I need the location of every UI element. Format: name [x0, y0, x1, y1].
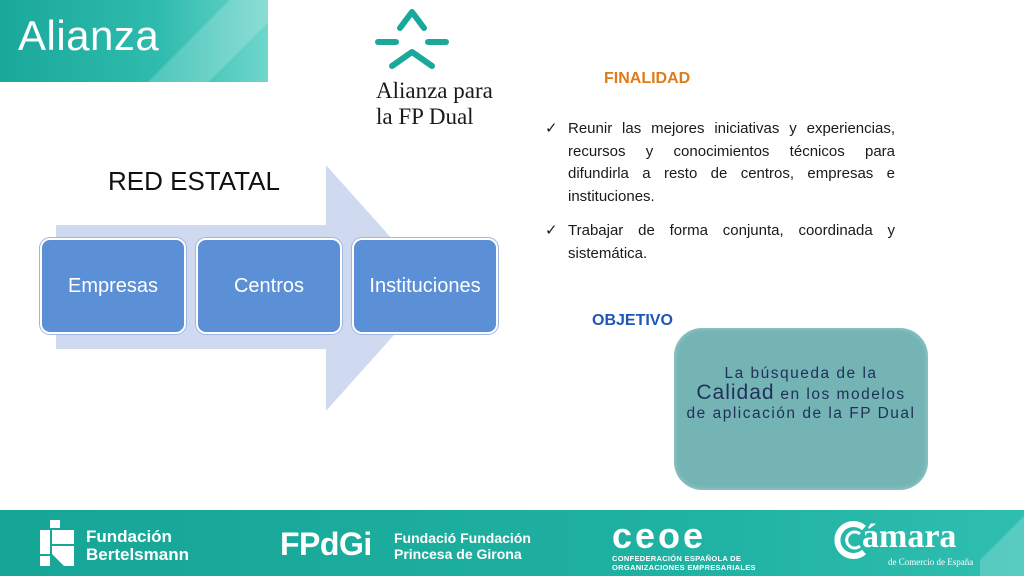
ceoe-logo: ceoe CONFEDERACIÓN ESPAÑOLA DE ORGANIZAC… — [612, 515, 762, 573]
box-empresas: Empresas — [40, 238, 186, 334]
list-item-text: Reunir las mejores iniciativas y experie… — [568, 120, 895, 205]
check-icon: ✓ — [545, 222, 558, 239]
objetivo-emphasis: Calidad — [696, 381, 775, 404]
objetivo-text-before: La búsqueda de la — [724, 365, 878, 382]
title-band — [0, 0, 268, 82]
finalidad-list: ✓ Reunir las mejores iniciativas y experi… — [545, 118, 895, 277]
page-title: Alianza — [18, 12, 160, 59]
ceoe-logo-mark: ceoe — [612, 515, 707, 556]
logo-line-1: Alianza para — [376, 78, 493, 103]
list-item: ✓ Trabajar de forma conjunta, coordinada … — [545, 220, 895, 265]
camara-logo-sub: de Comercio de España — [888, 557, 974, 567]
bertelsmann-line-2: Bertelsmann — [86, 545, 189, 564]
list-item-text: Trabajar de forma conjunta, coordinada y… — [568, 222, 895, 262]
objetivo-heading: OBJETIVO — [592, 312, 673, 329]
fpdgi-logo-text: Fundació Fundación Princesa de Girona — [394, 530, 531, 562]
box-centros: Centros — [196, 238, 342, 334]
bertelsmann-logo-icon — [40, 520, 74, 566]
ceoe-line-2: ORGANIZACIONES EMPRESARIALES — [612, 563, 756, 572]
objetivo-box — [674, 328, 928, 490]
alianza-logo-text: Alianza para la FP Dual — [376, 78, 493, 130]
diagram-title: RED ESTATAL — [108, 166, 280, 196]
bertelsmann-line-1: Fundación — [86, 527, 172, 546]
list-item: ✓ Reunir las mejores iniciativas y experi… — [545, 118, 895, 208]
objetivo-text-after: en los modelos de aplicación de la FP Du… — [686, 386, 916, 422]
bertelsmann-logo-text: Fundación Bertelsmann — [86, 528, 189, 564]
alianza-logo-icon — [375, 9, 449, 69]
footer-shade — [980, 510, 1024, 576]
fpdgi-logo-mark: FPdGi — [280, 526, 372, 562]
title-band-shade — [148, 0, 268, 82]
camara-logo-mark: ámara — [862, 518, 957, 555]
box-instituciones: Instituciones — [352, 238, 498, 334]
objetivo-text: La búsqueda de la Calidad en los modelos… — [684, 364, 918, 423]
check-icon: ✓ — [545, 120, 558, 137]
logo-line-2: la FP Dual — [376, 104, 474, 129]
fpdgi-line-1: Fundació Fundación — [394, 530, 531, 546]
camara-c-icon — [834, 521, 866, 559]
fpdgi-line-2: Princesa de Girona — [394, 546, 522, 562]
ceoe-line-1: CONFEDERACIÓN ESPAÑOLA DE — [612, 554, 742, 563]
finalidad-heading: FINALIDAD — [604, 70, 691, 87]
